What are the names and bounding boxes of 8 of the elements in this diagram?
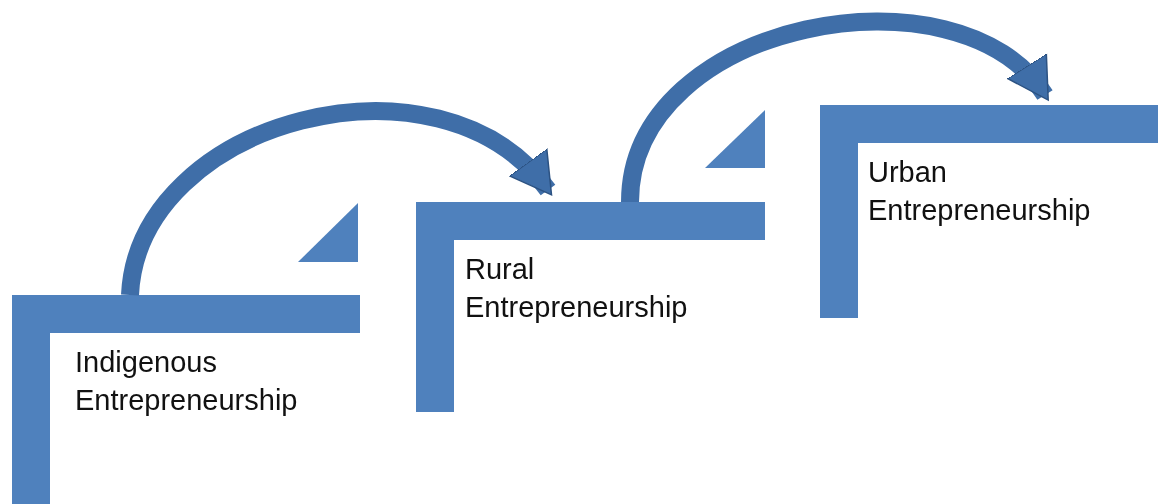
step-label: Rural Entrepreneurship <box>465 252 689 325</box>
step-label: Urban Entrepreneurship <box>868 155 1092 228</box>
curved-arrow <box>621 13 1052 204</box>
curved-arrow <box>121 102 555 297</box>
step-shape <box>820 105 1158 318</box>
step-label: Indigenous Entrepreneurship <box>75 345 299 418</box>
step-shape <box>12 295 360 504</box>
step-shape <box>416 202 765 412</box>
